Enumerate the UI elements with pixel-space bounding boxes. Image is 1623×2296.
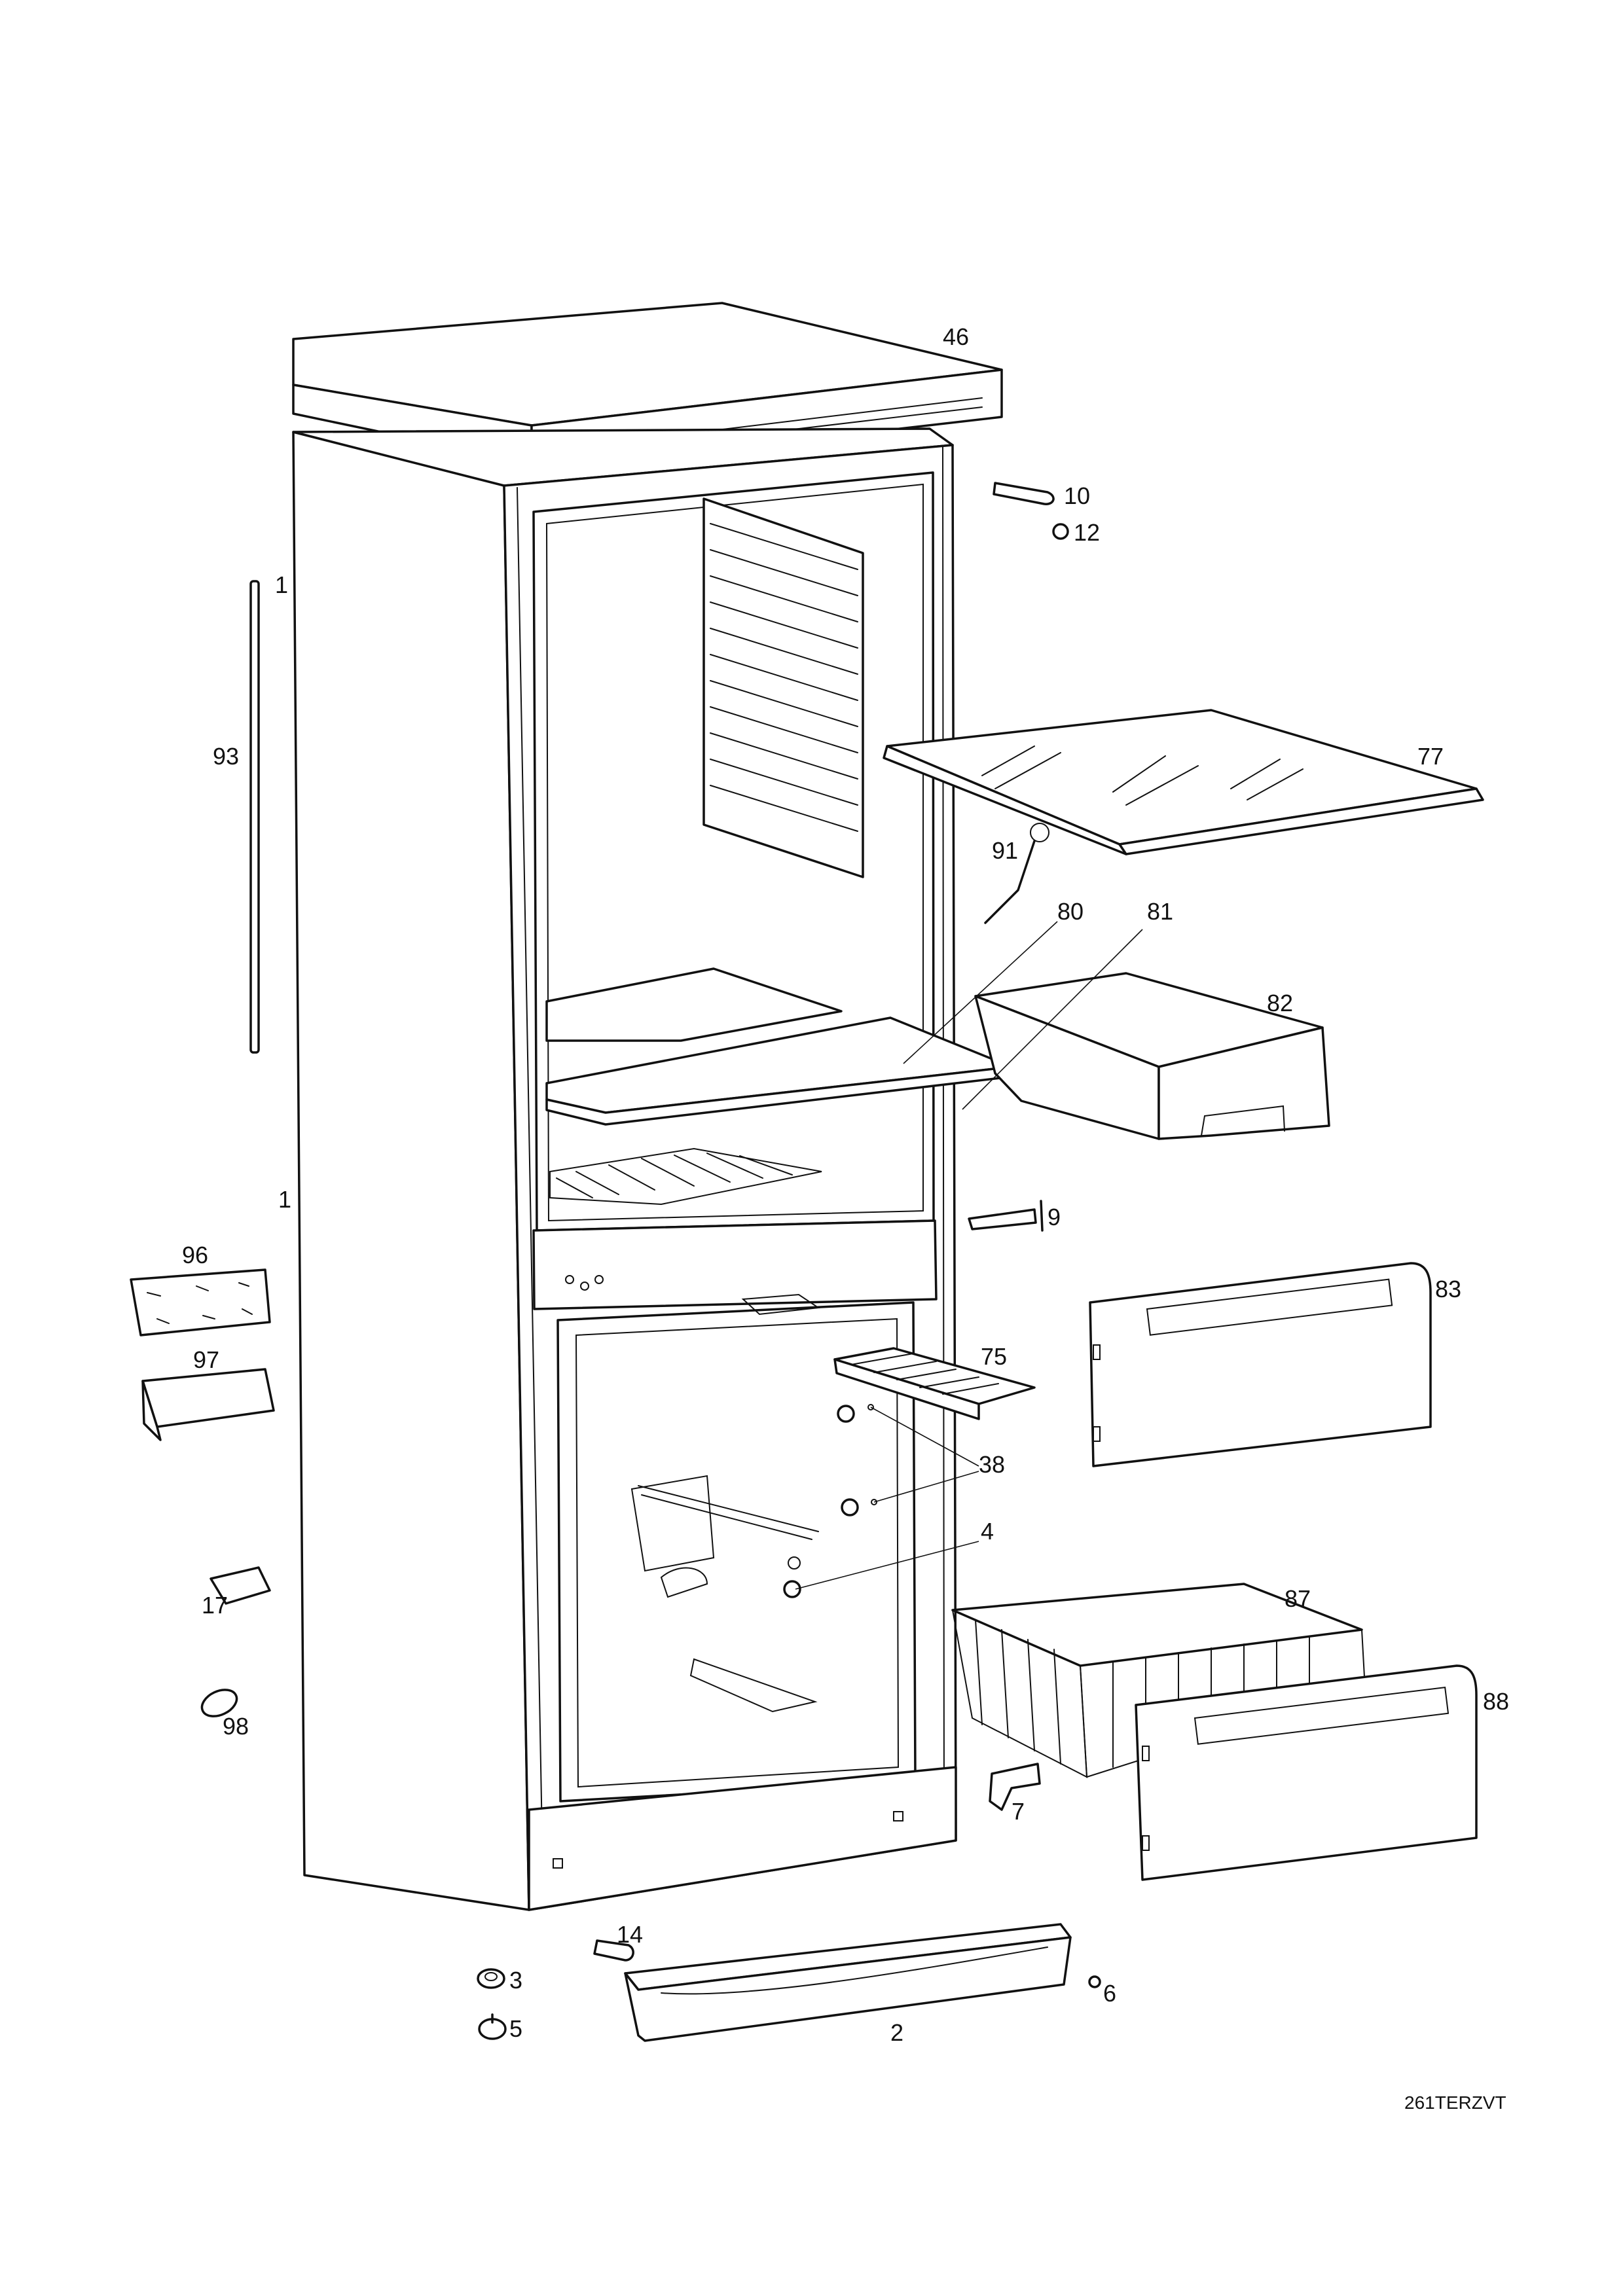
part-14-clip: [593, 1939, 634, 1962]
part-2-kick-plate: [624, 1923, 1072, 2042]
part-80-shelf-in-cabinet: [545, 967, 1013, 1206]
label-6: 6: [1103, 1980, 1116, 2007]
label-96: 96: [182, 1242, 208, 1268]
label-88: 88: [1483, 1688, 1509, 1715]
label-10: 10: [1064, 482, 1090, 509]
part-75-ice-tray: [833, 1347, 1036, 1420]
label-81: 81: [1147, 898, 1173, 925]
part-83-drawer-front: [1089, 1262, 1432, 1467]
label-83: 83: [1435, 1276, 1461, 1302]
label-4: 4: [981, 1518, 994, 1545]
label-75: 75: [981, 1343, 1007, 1370]
label-38: 38: [979, 1451, 1005, 1478]
part-9-hinge-pin: [968, 1200, 1044, 1232]
freezer-interior: [630, 1293, 820, 1713]
label-17: 17: [202, 1592, 228, 1619]
part-88-drawer-front: [1135, 1664, 1478, 1881]
label-1-gasket: 1: [275, 571, 288, 598]
part-labels: 46 10 12 1 93 77 91 80 81 82 1 9 96 83 9…: [182, 323, 1509, 2113]
label-5: 5: [509, 2015, 522, 2042]
label-7: 7: [1012, 1798, 1025, 1825]
part-82-crisper-drawer: [974, 972, 1330, 1140]
evaporator-fins: [702, 497, 864, 878]
drawing-code: 261TERZVT: [1404, 2092, 1506, 2113]
part-97-handle: [141, 1368, 275, 1441]
leader-lines: [795, 921, 1143, 1590]
label-77: 77: [1417, 743, 1444, 770]
label-98: 98: [223, 1713, 249, 1740]
part-38-screws: [837, 1404, 877, 1516]
part-4-screw: [783, 1580, 801, 1598]
part-93-gasket-strip: [249, 580, 260, 1054]
label-46: 46: [943, 323, 969, 350]
part-10-hinge: [993, 482, 1055, 505]
label-87: 87: [1285, 1585, 1311, 1612]
label-14: 14: [617, 1921, 643, 1948]
label-82: 82: [1267, 990, 1293, 1016]
label-93: 93: [213, 743, 239, 770]
label-91: 91: [992, 837, 1018, 864]
part-3-foot: [477, 1968, 505, 1989]
part-96-plate: [130, 1268, 271, 1336]
part-17-stop: [210, 1566, 271, 1605]
part-5-foot-screw: [478, 2013, 507, 2040]
label-1-cabinet: 1: [278, 1186, 291, 1213]
label-9: 9: [1048, 1204, 1061, 1230]
label-3: 3: [509, 1967, 522, 1994]
part-91-clip: [984, 823, 1049, 924]
part-6-screw: [1088, 1975, 1101, 1988]
part-98-cap: [200, 1689, 238, 1717]
part-7-bracket: [989, 1763, 1041, 1811]
part-77-glass-shelf: [883, 709, 1484, 855]
label-97: 97: [193, 1346, 219, 1373]
part-12-screw: [1052, 523, 1069, 540]
label-80: 80: [1057, 898, 1084, 925]
label-12: 12: [1074, 519, 1100, 546]
label-2: 2: [890, 2019, 903, 2046]
part-1-cabinet: [292, 427, 957, 1911]
